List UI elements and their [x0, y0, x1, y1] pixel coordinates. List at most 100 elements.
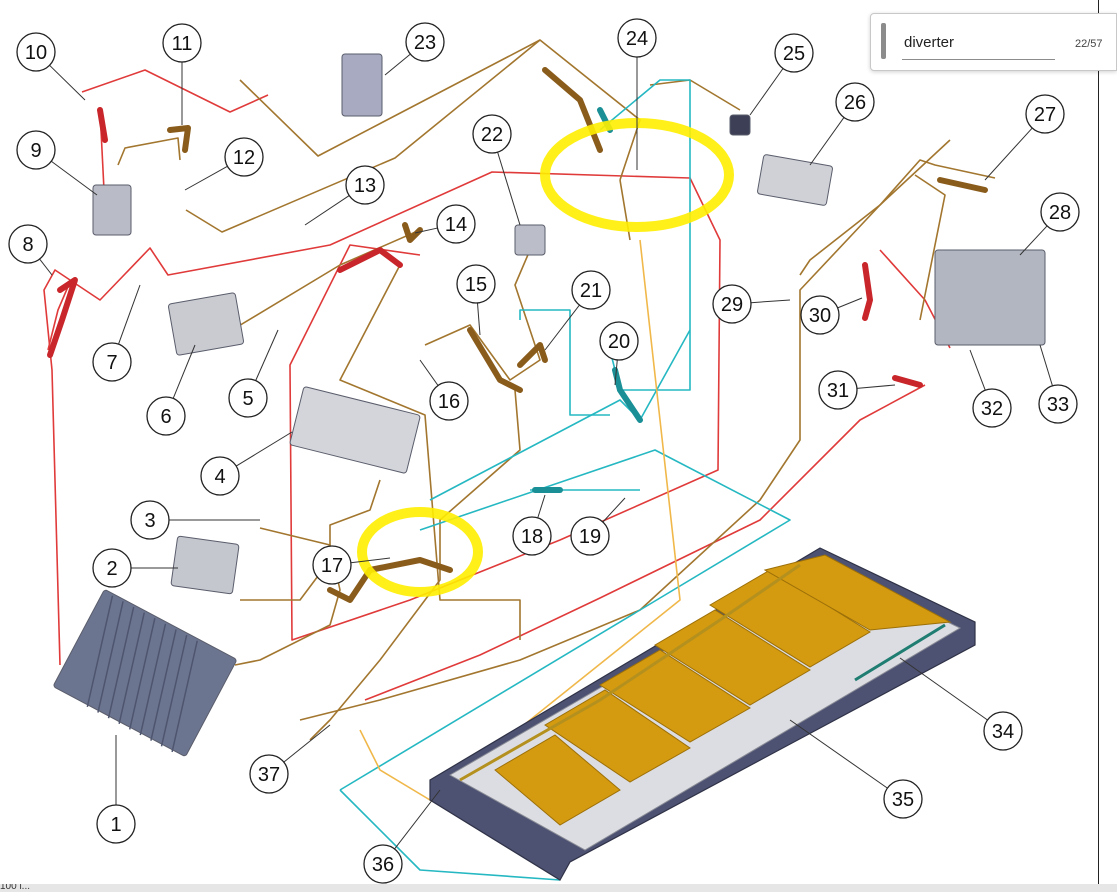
- callout-circle: [456, 264, 496, 304]
- callout-label: 32: [981, 398, 1003, 420]
- callout-leaders: [39, 53, 1053, 850]
- callout-10: 10: [16, 32, 56, 72]
- battery-module: [654, 609, 811, 706]
- callout-16: 16: [429, 381, 469, 421]
- callout-leader-14: [414, 227, 438, 234]
- callout-20: 20: [599, 321, 639, 361]
- hose-segment: [862, 262, 873, 321]
- callout-31: 31: [818, 370, 858, 410]
- callout-circle: [130, 500, 170, 540]
- hose-segment: [612, 367, 643, 423]
- brown-hose-line: [339, 264, 521, 640]
- callout-label: 13: [354, 175, 376, 197]
- callout-leader-16: [419, 359, 439, 386]
- callout-label: 20: [608, 331, 630, 353]
- callout-37: 37: [249, 754, 289, 794]
- hose-segment: [167, 125, 191, 153]
- coolant-reservoir-part: [92, 184, 132, 236]
- callout-label: 22: [481, 124, 503, 146]
- callout-leader-5: [255, 329, 279, 381]
- callout-leader-32: [969, 349, 986, 391]
- zoom-level[interactable]: 100 i...: [0, 884, 31, 892]
- callout-2: 2: [92, 548, 132, 588]
- callout-label: 28: [1049, 202, 1071, 224]
- charger-module-part: [167, 292, 245, 356]
- callout-leader-22: [497, 152, 521, 226]
- callout-leader-12: [184, 165, 228, 191]
- callout-32: 32: [972, 388, 1012, 428]
- callout-leader-18: [537, 494, 546, 519]
- callout-circle: [16, 130, 56, 170]
- callout-circle: [774, 33, 814, 73]
- callout-circle: [228, 378, 268, 418]
- callout-29: 29: [712, 284, 752, 324]
- red-hose-line: [81, 69, 269, 113]
- pump-part: [514, 224, 546, 256]
- callout-circle: [92, 342, 132, 382]
- radiator-fin: [139, 623, 167, 736]
- callout-6: 6: [146, 396, 186, 436]
- callout-leader-26: [809, 117, 845, 166]
- brown-hose-line: [240, 479, 381, 601]
- callout-label: 34: [992, 721, 1014, 743]
- hose-segment: [937, 177, 988, 193]
- callout-circle: [249, 754, 289, 794]
- brown-hose-line: [309, 389, 521, 741]
- callout-label: 9: [30, 140, 41, 162]
- callout-label: 19: [579, 526, 601, 548]
- callout-circle: [800, 295, 840, 335]
- callout-circle: [617, 18, 657, 58]
- radiator-fin: [118, 612, 146, 724]
- callout-circle: [512, 516, 552, 556]
- hose-segment: [337, 247, 403, 273]
- callout-label: 27: [1034, 104, 1056, 126]
- battery-module: [494, 734, 621, 826]
- callout-19: 19: [570, 516, 610, 556]
- callout-circle: [1038, 384, 1078, 424]
- callout-30: 30: [800, 295, 840, 335]
- cabin-heater-core-part: [341, 53, 383, 117]
- brown-hose-line: [117, 137, 181, 166]
- callout-label: 1: [110, 814, 121, 836]
- callout-leader-31: [856, 384, 896, 389]
- chiller-part: [757, 154, 833, 206]
- callout-3: 3: [130, 500, 170, 540]
- callout-label: 35: [892, 789, 914, 811]
- radiator-fin: [128, 618, 156, 730]
- battery-module: [599, 649, 751, 743]
- callout-label: 25: [783, 43, 805, 65]
- callout-leader-35: [789, 719, 888, 789]
- cyan-hose-line: [339, 449, 791, 791]
- brown-hose-line: [231, 229, 421, 331]
- callout-35: 35: [883, 779, 923, 819]
- brown-hose-line: [424, 249, 541, 381]
- callout-28: 28: [1040, 192, 1080, 232]
- find-bar-drag-handle[interactable]: [881, 23, 886, 59]
- callout-leader-4: [235, 431, 293, 467]
- callout-label: 7: [106, 352, 117, 374]
- find-input[interactable]: [902, 26, 1055, 60]
- callout-label: 29: [721, 294, 743, 316]
- red-hose-line: [43, 171, 721, 666]
- callout-leader-34: [899, 657, 988, 721]
- callout-circle: [345, 165, 385, 205]
- vertical-scrollbar[interactable]: [1098, 0, 1117, 884]
- callout-label: 10: [25, 42, 47, 64]
- component-parts: [53, 53, 1046, 881]
- callout-circle: [835, 82, 875, 122]
- callout-leader-6: [172, 344, 196, 399]
- callout-circle: [472, 114, 512, 154]
- callout-leader-10: [49, 64, 86, 101]
- callout-circle: [712, 284, 752, 324]
- callout-leader-33: [1039, 344, 1053, 386]
- valve-part: [729, 114, 751, 136]
- callout-label: 23: [414, 32, 436, 54]
- callout-leader-15: [476, 302, 481, 336]
- callout-label: 5: [242, 388, 253, 410]
- callout-leader-23: [384, 53, 411, 76]
- callout-24: 24: [617, 18, 657, 58]
- hose-lines: [43, 39, 996, 881]
